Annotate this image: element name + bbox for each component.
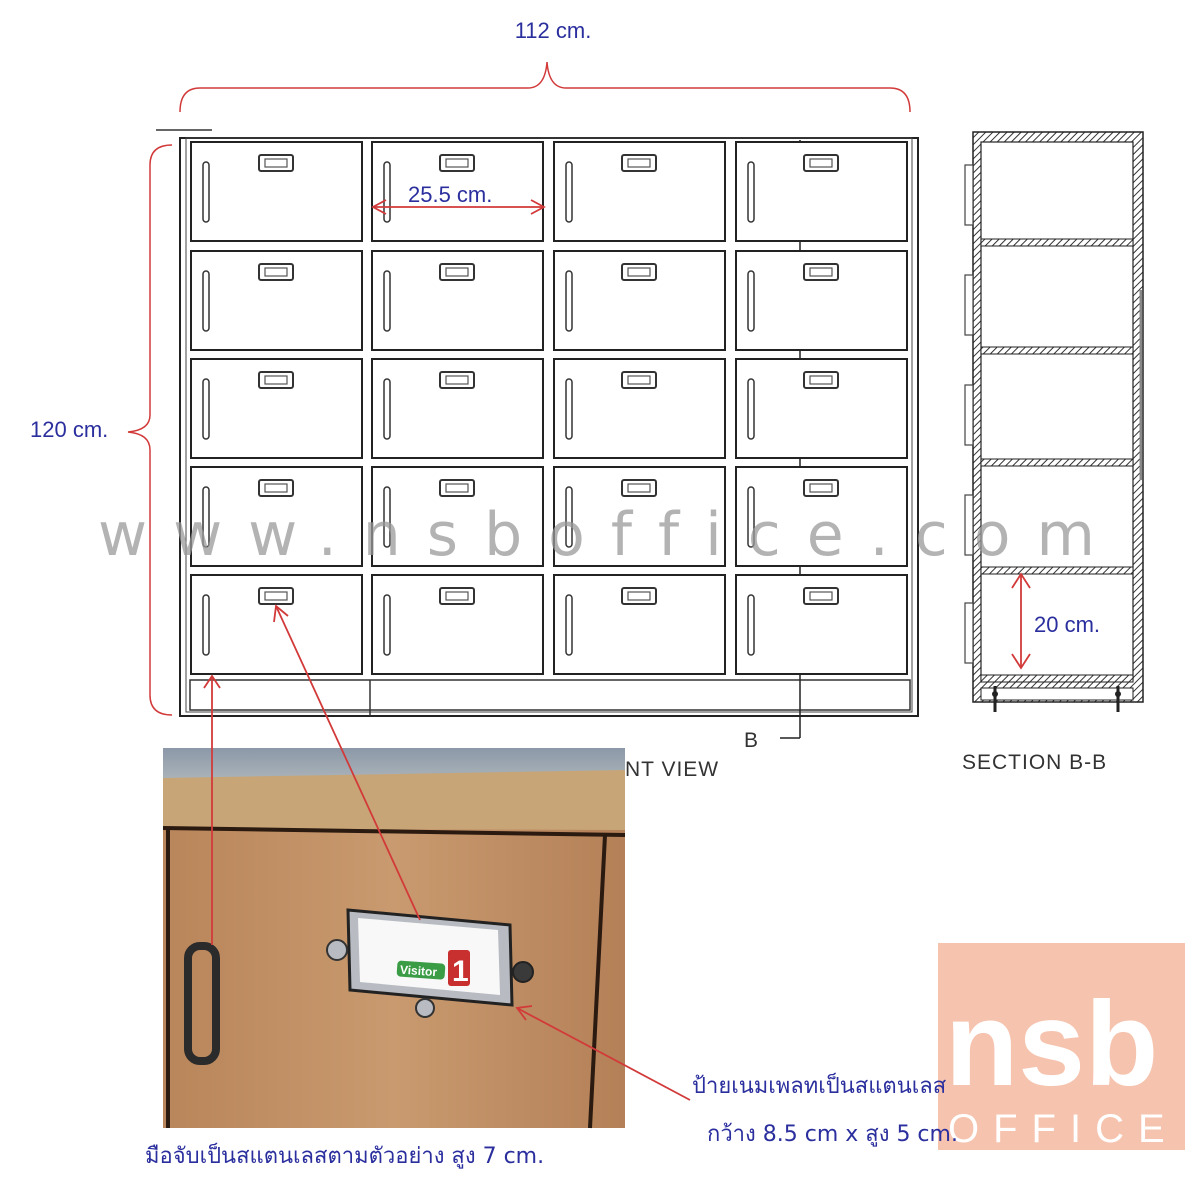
shelf [980, 346, 1134, 355]
nameplate-icon [258, 263, 294, 281]
handle-icon [202, 378, 210, 440]
door-profile [964, 384, 974, 446]
locker-door [190, 250, 363, 351]
locker-door [553, 250, 726, 351]
locker-door [735, 250, 908, 351]
door-profile [964, 602, 974, 664]
locker-door [735, 358, 908, 459]
nameplate-icon [258, 587, 294, 605]
nameplate-icon [803, 479, 839, 497]
callout-arrows [203, 604, 691, 1101]
handle-icon [383, 161, 391, 223]
locker-door [371, 250, 544, 351]
locker-door [371, 358, 544, 459]
handle-icon [747, 594, 755, 656]
handle-icon [747, 270, 755, 332]
handle-icon [202, 270, 210, 332]
locker-door [735, 574, 908, 675]
handle-icon [565, 161, 573, 223]
handle-icon [202, 161, 210, 223]
nameplate-note-line1: ป้ายเนมเพลทเป็นสแตนเลส [692, 1071, 947, 1099]
handle-icon [565, 594, 573, 656]
nameplate-icon [439, 371, 475, 389]
total-width-label: 112 cm. [515, 18, 592, 43]
nameplate-icon [621, 479, 657, 497]
handle-nameplate-photo: Visitor 1 [162, 748, 626, 1129]
handle-icon [383, 270, 391, 332]
width-dimension: 112 cm. [179, 18, 911, 113]
locker-door [553, 141, 726, 242]
nameplate-icon [621, 263, 657, 281]
nameplate-icon [803, 154, 839, 172]
locker-door [735, 141, 908, 242]
handle-icon [747, 378, 755, 440]
locker-door [190, 574, 363, 675]
locker-door [371, 466, 544, 567]
logo-sub: OFFICE [948, 1107, 1179, 1151]
section-marker: B [744, 729, 759, 752]
front-view [179, 137, 919, 739]
shelf-height-label: 20 cm. [1034, 612, 1100, 637]
nameplate-icon [803, 263, 839, 281]
locker-door [553, 574, 726, 675]
locker-door [553, 466, 726, 567]
section-title: SECTION B-B [962, 751, 1107, 774]
height-dimension: 120 cm. [30, 129, 212, 716]
handle-icon [565, 270, 573, 332]
nameplate-icon [439, 587, 475, 605]
shelf [980, 566, 1134, 575]
handle-icon [202, 486, 210, 548]
handle [184, 942, 220, 1065]
nameplate-icon [439, 479, 475, 497]
nameplate-icon [803, 587, 839, 605]
total-height-label: 120 cm. [30, 417, 108, 442]
nameplate-icon [258, 479, 294, 497]
handle-icon [383, 486, 391, 548]
handle-icon [202, 594, 210, 656]
nsb-office-logo: nsb OFFICE [938, 943, 1185, 1151]
handle-icon [747, 161, 755, 223]
nameplate-icon [621, 587, 657, 605]
door-width-dimension: 25.5 cm. [371, 182, 546, 215]
nameplate-icon [621, 371, 657, 389]
logo-main: nsb [945, 977, 1158, 1111]
handle-icon [383, 378, 391, 440]
shelf [980, 674, 1134, 683]
nameplate-icon [803, 371, 839, 389]
shelf [980, 458, 1134, 467]
name-card-text: Visitor [399, 963, 437, 980]
locker-door [735, 466, 908, 567]
door-profile [964, 164, 974, 226]
name-card-number: 1 [452, 955, 469, 988]
shelf-height-dimension: 20 cm. [1011, 572, 1100, 670]
nameplate-icon [258, 154, 294, 172]
nameplate-icon [258, 371, 294, 389]
door-profile [964, 494, 974, 556]
locker-door [190, 141, 363, 242]
door-profile [964, 274, 974, 336]
locker-door [190, 358, 363, 459]
front-view-title: NT VIEW [625, 758, 719, 781]
handle-icon [565, 378, 573, 440]
handle-icon [565, 486, 573, 548]
door-width-label: 25.5 cm. [408, 182, 492, 207]
shelf [980, 238, 1134, 247]
nameplate-note-line2: กว้าง 8.5 cm x สูง 5 cm. [707, 1122, 958, 1147]
nameplate-icon [439, 154, 475, 172]
nameplate-icon [439, 263, 475, 281]
handle-icon [383, 594, 391, 656]
handle-note: มือจับเป็นสแตนเลสตามตัวอย่าง สูง 7 cm. [145, 1141, 544, 1169]
locker-door [553, 358, 726, 459]
locker-door [190, 466, 363, 567]
section-view [964, 131, 1144, 712]
nameplate-icon [621, 154, 657, 172]
locker-door [371, 574, 544, 675]
locker-door [371, 141, 544, 242]
handle-icon [747, 486, 755, 548]
nameplate: Visitor 1 [326, 908, 534, 1018]
watermark: www.nsboffice.com [98, 500, 1121, 570]
